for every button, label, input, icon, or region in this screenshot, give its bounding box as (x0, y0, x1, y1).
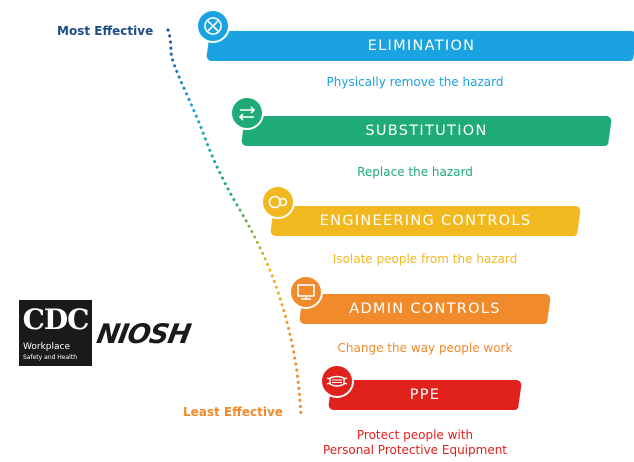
niosh-logo-text: NIOSH (94, 319, 193, 350)
ppe-caption-line1: Protect people with (356, 428, 474, 442)
cdc-logo-subtext: Workplace (23, 342, 71, 352)
cancel-circle-icon (196, 9, 230, 43)
ppe-caption-line2: Personal Protective Equipment (322, 443, 508, 457)
elimination-title: ELIMINATION (367, 38, 476, 54)
cdc-logo-subtext2: Safety and Health (23, 354, 77, 361)
face-mask-icon (320, 364, 354, 398)
elimination-caption: Physically remove the hazard (326, 75, 504, 89)
niosh-logo: NIOSH (94, 318, 225, 352)
admin-controls-caption: Change the way people work (337, 341, 513, 355)
monitor-icon (289, 275, 323, 309)
least-effective-label: Least Effective (183, 405, 283, 419)
cdc-logo: CDC Workplace Safety and Health (19, 300, 92, 366)
most-effective-label: Most Effective (57, 24, 154, 38)
substitution-title: SUBSTITUTION (365, 123, 488, 139)
engineering-controls-title: ENGINEERING CONTROLS (319, 213, 532, 229)
cdc-logo-text: CDC (22, 303, 90, 336)
swap-arrows-icon (230, 96, 264, 130)
engineering-controls-caption: Isolate people from the hazard (332, 252, 518, 266)
substitution-caption: Replace the hazard (357, 165, 473, 179)
ppe-title: PPE (409, 387, 441, 403)
admin-controls-title: ADMIN CONTROLS (349, 301, 501, 317)
linked-circles-icon (261, 185, 295, 219)
